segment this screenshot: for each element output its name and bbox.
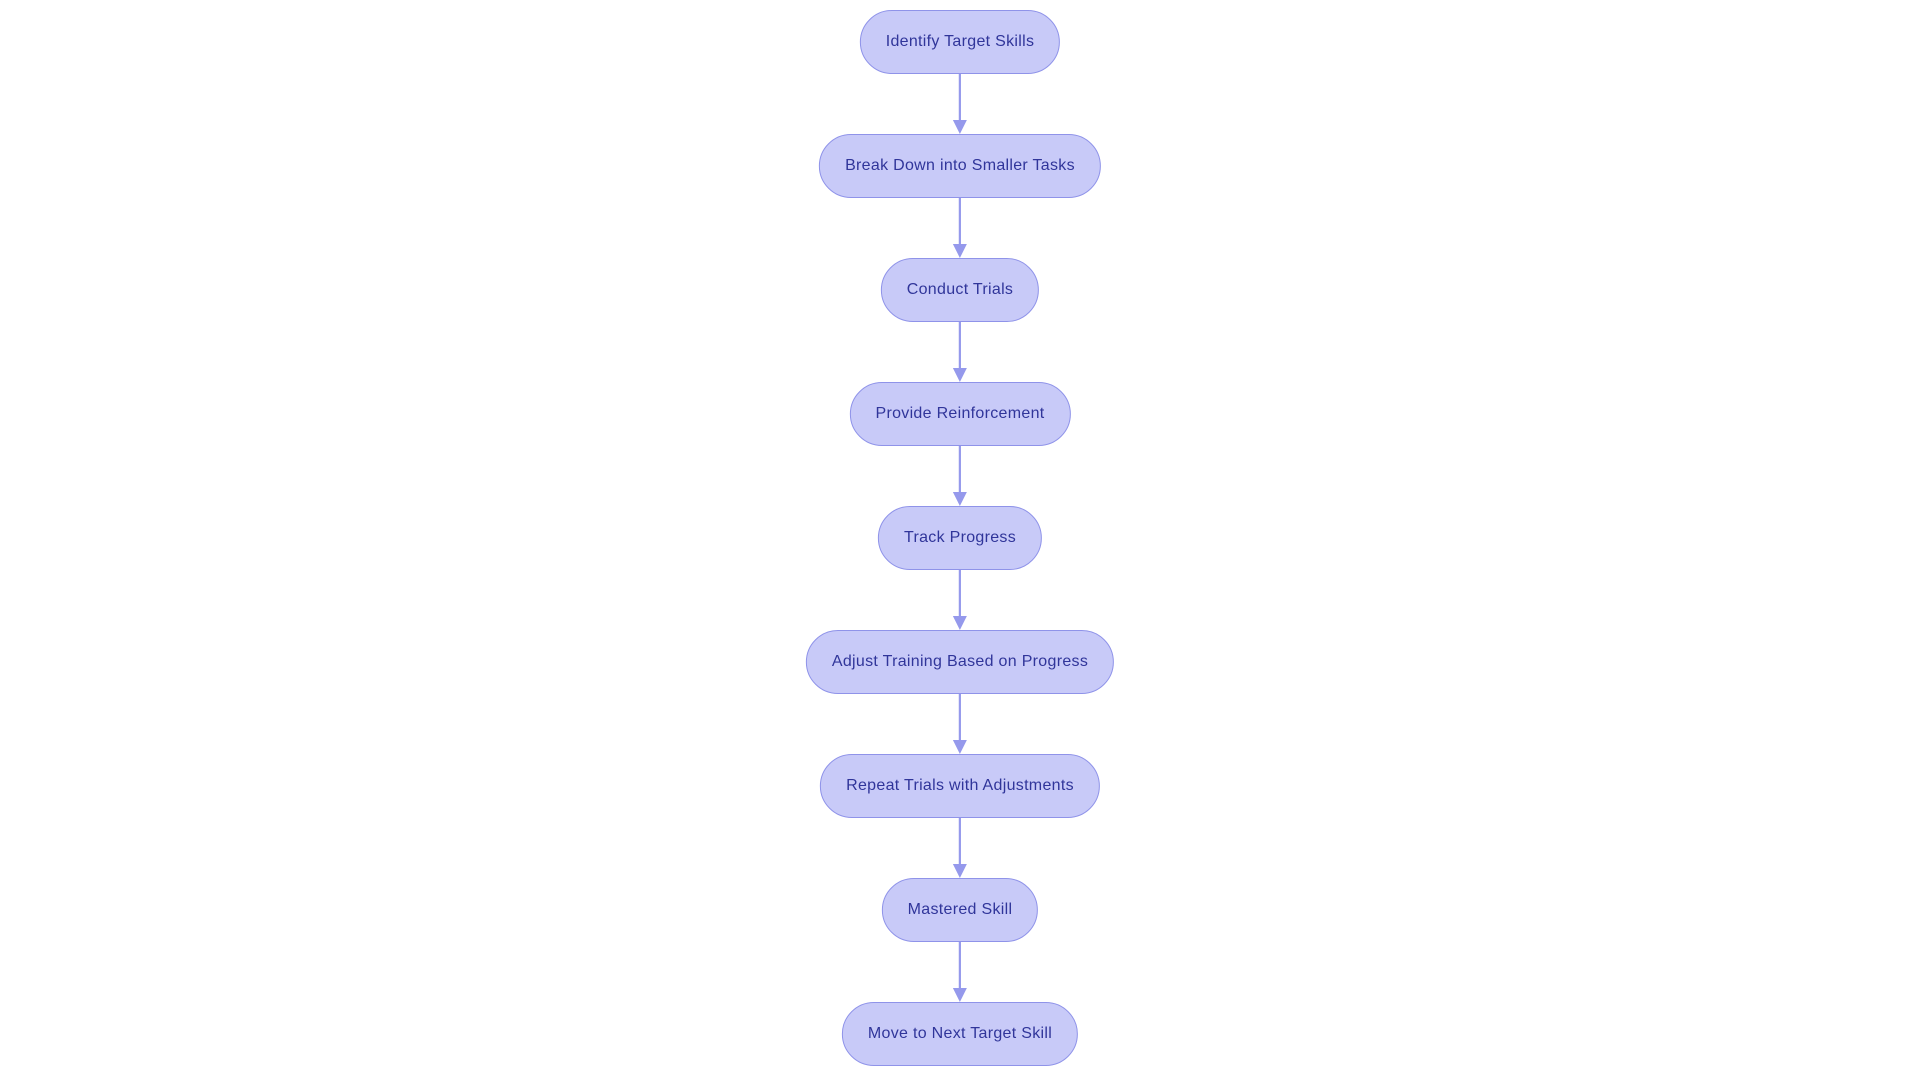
flowchart-node-label: Mastered Skill xyxy=(907,901,1013,918)
flowchart-node: Break Down into Smaller Tasks xyxy=(819,134,1101,198)
flowchart-node: Track Progress xyxy=(877,506,1043,570)
flowchart-node: Conduct Trials xyxy=(880,258,1040,322)
flowchart-node-label: Move to Next Target Skill xyxy=(867,1025,1053,1042)
arrow-down-icon xyxy=(952,818,967,878)
arrow-down-icon xyxy=(952,74,967,134)
flowchart-node-label: Provide Reinforcement xyxy=(875,405,1045,422)
arrow-down-icon xyxy=(952,694,967,754)
arrow-down-icon xyxy=(952,570,967,630)
arrow-down-icon xyxy=(952,942,967,1002)
flowchart-node: Provide Reinforcement xyxy=(849,382,1071,446)
flowchart: Identify Target Skills Break Down into S… xyxy=(805,10,1115,1066)
flowchart-node: Adjust Training Based on Progress xyxy=(805,630,1115,694)
flowchart-node-label: Conduct Trials xyxy=(906,281,1014,298)
flowchart-node-label: Track Progress xyxy=(903,529,1017,546)
flowchart-node-label: Break Down into Smaller Tasks xyxy=(845,157,1075,174)
flowchart-node: Repeat Trials with Adjustments xyxy=(820,754,1100,818)
arrow-down-icon xyxy=(952,322,967,382)
arrow-down-icon xyxy=(952,446,967,506)
flowchart-node-label: Identify Target Skills xyxy=(885,33,1035,50)
flowchart-node-label: Adjust Training Based on Progress xyxy=(831,653,1089,670)
flowchart-node: Move to Next Target Skill xyxy=(841,1002,1079,1066)
arrow-down-icon xyxy=(952,198,967,258)
flowchart-node-label: Repeat Trials with Adjustments xyxy=(846,777,1074,794)
flowchart-node: Identify Target Skills xyxy=(859,10,1061,74)
flowchart-node: Mastered Skill xyxy=(881,878,1039,942)
